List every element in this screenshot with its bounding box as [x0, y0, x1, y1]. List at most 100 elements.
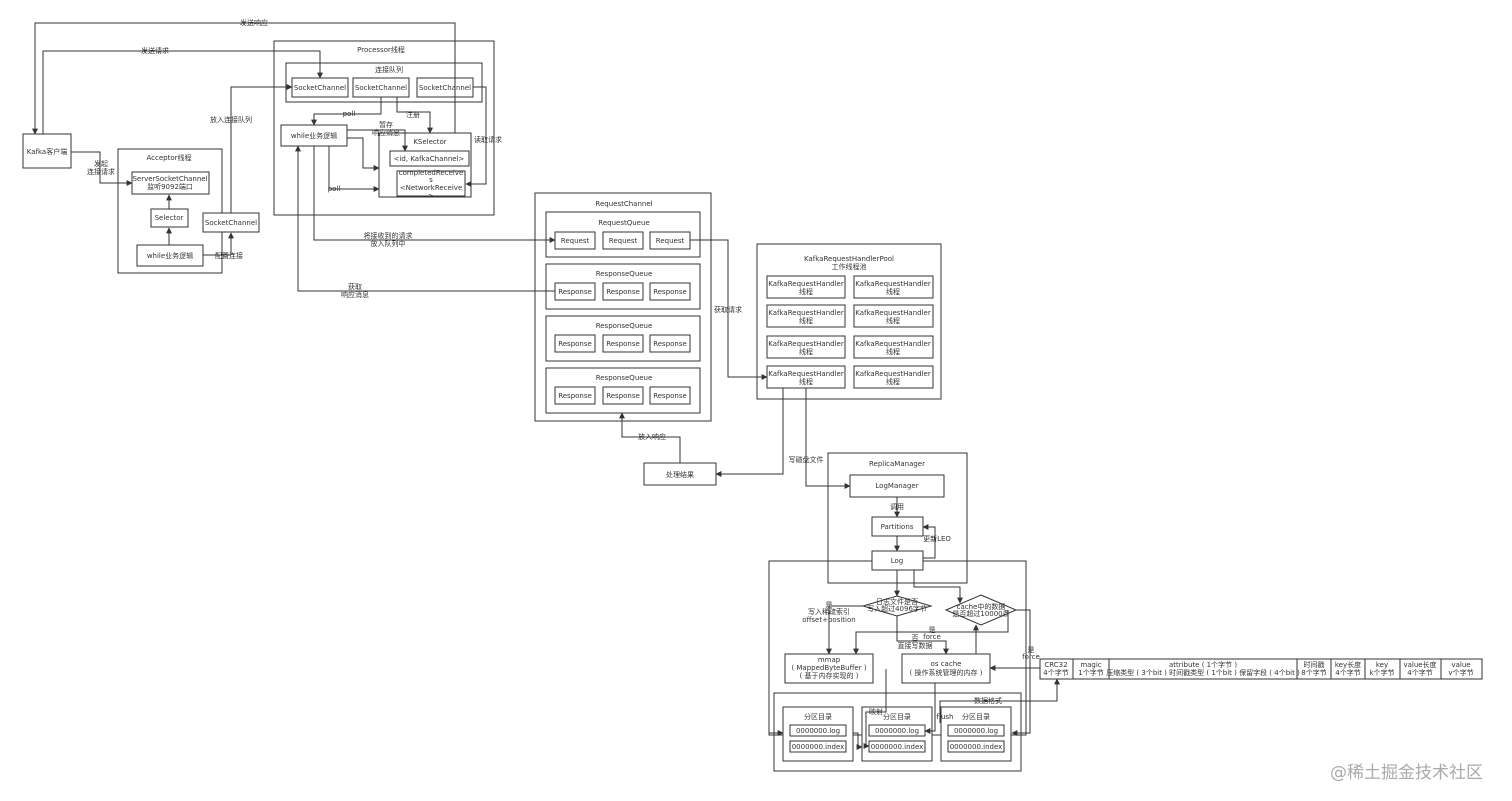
- log-manager-label: LogManager: [875, 482, 918, 490]
- force-to-disk-arrow: [1011, 609, 1031, 736]
- disk-group: [773, 692, 1022, 772]
- fmt-magic: magic: [1080, 661, 1101, 669]
- id-kafkachannel-label: <id, KafkaChannel>: [394, 155, 465, 163]
- fmt-key: key: [1376, 661, 1388, 669]
- response-label-1-1: Response: [558, 288, 592, 296]
- mmap-label-3: ( 基于内存实现的 ): [800, 671, 859, 680]
- log-file-label-3: 0000000.log: [954, 727, 998, 735]
- put-connection-queue-label: 放入连接队列: [210, 115, 252, 124]
- data-format-arrow: [939, 678, 1060, 723]
- response-label-3-3: Response: [653, 392, 687, 400]
- selector-label: Selector: [155, 214, 184, 222]
- call-label: 调用: [890, 502, 904, 511]
- offset-position-label: offset+position: [802, 616, 855, 624]
- response-box-3-3: [649, 386, 691, 405]
- watermark: @稀土掘金技术社区: [1330, 763, 1483, 783]
- handler-sub-3-2: 线程: [886, 347, 900, 356]
- flush-label: flush: [937, 713, 954, 721]
- response-label-2-2: Response: [606, 340, 640, 348]
- index-file-label-2: 0000000.index: [871, 743, 924, 751]
- handler-box-1-2: [853, 275, 934, 299]
- log-file-decision-label-1: 日志文件是否: [876, 597, 918, 606]
- completed-receives-label-4: >: [428, 192, 434, 200]
- socket-channel-label-3: SocketChannel: [419, 84, 471, 92]
- mmap-label-2: ( MappedByteBuffer ): [791, 664, 866, 672]
- log-label: Log: [891, 557, 904, 565]
- response-box-2-3: [649, 334, 691, 353]
- response-queue-title-2: ResponseQueue: [596, 322, 653, 330]
- handler-label-1-2: KafkaRequestHandler: [855, 280, 931, 288]
- fmt-attribute: attribute ( 1个字节 ): [1169, 660, 1237, 669]
- force-label-1: force: [923, 633, 941, 641]
- cache-count-decision: [944, 594, 1018, 626]
- mmap-box: [784, 653, 874, 684]
- initiate-connection-arrow: [71, 151, 133, 186]
- initiate-connection-label-1: 发起: [94, 159, 108, 168]
- get-response-label-1: 获取: [348, 282, 362, 291]
- handler-sub-4-2: 线程: [886, 377, 900, 386]
- replica-manager-title: ReplicaManager: [869, 460, 925, 468]
- response-label-2-1: Response: [558, 340, 592, 348]
- response-label-3-1: Response: [558, 392, 592, 400]
- response-label-3-2: Response: [606, 392, 640, 400]
- request-box-2: [602, 231, 644, 250]
- handler-pool-title: KafkaRequestHandlerPool: [804, 255, 894, 263]
- handler-sub-2-2: 线程: [886, 316, 900, 325]
- cache-decision-label-2: 是否超过10000条: [952, 609, 1009, 618]
- index-file-label-1: 0000000.index: [792, 743, 845, 751]
- send-request-arrow: [42, 50, 323, 134]
- put-request-queue-label-1: 将接收到的请求: [364, 231, 413, 240]
- handler-box-1-1: [766, 275, 846, 299]
- update-leo-arrow: [922, 524, 936, 559]
- index-file-box-3: [947, 740, 1005, 753]
- fmt-timestamp-size: 8个字节: [1301, 668, 1326, 677]
- response-box-1-3: [649, 282, 691, 301]
- register-arrow: [396, 97, 433, 134]
- send-response-arrow: [32, 22, 456, 135]
- put-response-label: 放入响应: [638, 432, 666, 441]
- handler-sub-2-1: 线程: [799, 316, 813, 325]
- index-file-box-1: [789, 740, 847, 753]
- mapping-arrow: [863, 669, 887, 749]
- no-label: 否: [912, 634, 919, 642]
- connection-queue-group: [285, 62, 483, 103]
- poll-completed-label: poll: [328, 185, 341, 193]
- kafka-client-label: Kafka客户端: [27, 147, 67, 156]
- register-label: 注册: [406, 110, 420, 119]
- handler-box-2-2: [853, 304, 934, 328]
- while-to-kselector-arrow: [347, 137, 380, 171]
- completed-receives-label-3: <NetworkReceive: [400, 184, 463, 192]
- request-queue-group: [545, 211, 701, 258]
- get-response-label-2: 响应消息: [341, 290, 369, 299]
- fmt-value: value: [1451, 661, 1470, 669]
- fetch-request-arrow: [690, 239, 768, 380]
- message-format-table: CRC32 4个字节 magic 1个字节 attribute ( 1个字节 )…: [1039, 658, 1483, 680]
- read-request-arrow: [465, 86, 487, 187]
- processor-while-label: while业务逻辑: [291, 131, 337, 140]
- put-request-queue-arrow: [313, 146, 556, 243]
- log-file-decision-label-2: 写入超过4096字节: [867, 604, 927, 613]
- fmt-value-length: value长度: [1403, 660, 1436, 669]
- write-disk-label: 写磁盘文件: [789, 455, 824, 464]
- request-channel-title: RequestChannel: [595, 200, 652, 208]
- fmt-key-size: k个字节: [1369, 668, 1394, 677]
- put-request-queue-label-2: 放入队列中: [371, 239, 406, 248]
- handler-sub-1-1: 线程: [799, 287, 813, 296]
- handler-box-3-2: [853, 335, 934, 359]
- completed-receives-box: [396, 170, 466, 197]
- yes-label-1: 是: [826, 601, 833, 609]
- cache-yes-force-arrow: [853, 610, 1009, 655]
- initiate-connection-label-2: 连接请求: [87, 167, 115, 176]
- response-label-1-3: Response: [653, 288, 687, 296]
- id-kafkachannel-box: [389, 150, 470, 167]
- handler-label-4-1: KafkaRequestHandler: [768, 370, 844, 378]
- response-queue-group-1: [545, 263, 701, 310]
- fmt-crc32: CRC32: [1044, 661, 1067, 669]
- handler-box-4-2: [853, 365, 934, 389]
- response-box-1-2: [602, 282, 644, 301]
- handler-pool-group: [756, 243, 942, 400]
- stage-response-arrow: [347, 129, 408, 152]
- response-label-1-2: Response: [606, 288, 640, 296]
- put-connection-queue-arrow: [230, 84, 293, 213]
- write-index-label: 写入稀疏索引: [808, 607, 850, 616]
